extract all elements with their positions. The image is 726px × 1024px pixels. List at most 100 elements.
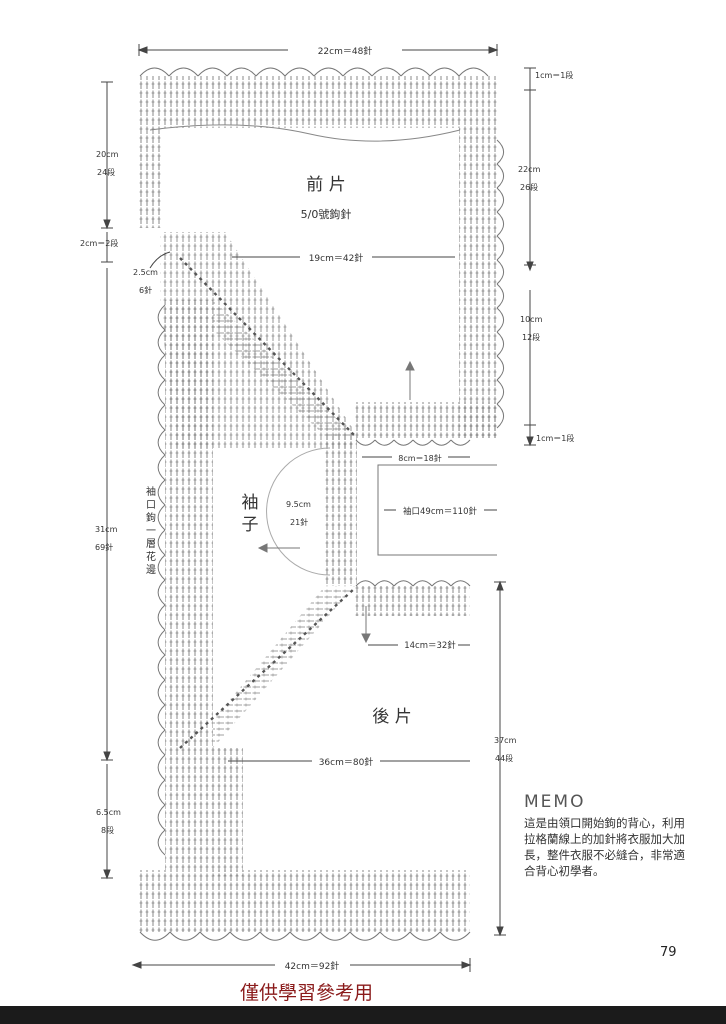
dimension-lines (101, 44, 536, 972)
scallop (157, 404, 166, 431)
scallop (157, 554, 166, 581)
scallop (458, 67, 489, 77)
scallop (450, 439, 471, 446)
front-panel-stitches (139, 76, 497, 438)
scallop (157, 504, 166, 531)
scallop (496, 187, 505, 213)
back-panel-stitches (139, 586, 470, 932)
armhole-scallop-edging (355, 439, 471, 587)
sleeve-edge-char: 鉤 (146, 511, 156, 524)
scallop (157, 304, 166, 331)
scallop (157, 604, 166, 631)
scallop (157, 454, 166, 481)
scallop (157, 329, 166, 356)
armhole-outline (377, 464, 497, 556)
sleeve-edge-char: 邊 (146, 563, 156, 576)
sleeve-title-2: 子 (242, 515, 259, 535)
scallop (431, 580, 452, 587)
sleeve-scallop-edging (157, 304, 166, 856)
memo-text: 這是由領口開始鉤的背心，利用拉格蘭線上的加針將衣服加大加長，整件衣服不必縫合，非… (524, 816, 685, 878)
top-width-label: 22cm＝48針 (318, 45, 373, 57)
scallop (197, 67, 228, 77)
scallop (289, 931, 321, 941)
scallop (342, 67, 373, 77)
scallop (313, 67, 344, 77)
scallop (157, 529, 166, 556)
scallop (349, 931, 381, 941)
right-scallop-edging (496, 139, 505, 429)
direction-arrows (257, 360, 415, 644)
right-upper-cm-label: 22cm (518, 165, 541, 174)
scallop (284, 67, 315, 77)
back-panel-title: 後 片 (372, 707, 411, 727)
scallop (412, 580, 433, 587)
sleeve-stitches (165, 300, 357, 870)
left-bottom-rows-label: 8段 (101, 825, 114, 835)
right-mid-rows-label: 12段 (522, 332, 540, 342)
right-upper-rows-label: 26段 (520, 182, 538, 192)
left-corner-rows-label: 6針 (139, 285, 152, 295)
right-mid-cm-label: 10cm (520, 315, 543, 324)
scallop (157, 754, 166, 781)
armhole-label: 袖口49cm＝110針 (403, 506, 477, 517)
scallop (168, 67, 199, 77)
left-join-label: 2cm＝2段 (80, 238, 118, 248)
scallop (439, 931, 471, 941)
right-lower-rows-label: 1cm＝1段 (536, 433, 574, 443)
left-upper-rows-label: 24段 (97, 167, 115, 177)
underarm-label: 8cm＝18針 (398, 453, 441, 463)
sleeve-edge-char: 層 (146, 538, 156, 550)
back-width-label: 36cm＝80針 (319, 756, 374, 768)
scallop (374, 439, 395, 446)
scallop (157, 579, 166, 606)
front-panel-title: 前 片 (306, 175, 345, 195)
scallop (169, 931, 201, 941)
scallop (431, 439, 452, 446)
scallop (139, 931, 171, 941)
sleeve-depth-sts-label: 21針 (290, 517, 308, 527)
scallop (496, 403, 505, 429)
sleeve-edge-char: 一 (146, 526, 156, 537)
scallop (157, 704, 166, 731)
scallop (496, 139, 505, 165)
memo-title: MEMO (524, 792, 586, 812)
scallop (429, 67, 460, 77)
scallop (496, 163, 505, 189)
page-number: 79 (660, 945, 677, 960)
scallop (319, 931, 351, 941)
scallop (496, 379, 505, 405)
scallop (157, 679, 166, 706)
bottom-width-label: 42cm＝92針 (285, 960, 340, 972)
left-long-cm-label: 31cm (95, 525, 118, 534)
scallop (393, 439, 414, 446)
top-edge-rows-label: 1cm＝1段 (535, 70, 573, 80)
scallop (450, 580, 471, 587)
top-scallop-edging (139, 67, 489, 77)
scallop (355, 580, 376, 587)
scallop (226, 67, 257, 77)
scallop (496, 307, 505, 333)
scallop (496, 259, 505, 285)
watermark-text: 僅供學習參考用 (240, 982, 374, 1004)
scallop (400, 67, 431, 77)
scallop (157, 479, 166, 506)
front-width-label: 19cm＝42針 (309, 252, 364, 264)
scallop (374, 580, 395, 587)
scallop (157, 379, 166, 406)
back-height-cm-label: 37cm (494, 736, 517, 745)
scallop (157, 354, 166, 381)
scallop (157, 729, 166, 756)
bottom-bar (0, 1006, 726, 1024)
left-long-sts-label: 69針 (95, 542, 113, 552)
scallop (259, 931, 291, 941)
back-shoulder-label: 14cm＝32針 (404, 640, 456, 651)
scallop (157, 779, 166, 806)
scallop (255, 67, 286, 77)
sleeve-edge-char: 花 (146, 550, 156, 563)
back-height-rows-label: 44段 (495, 753, 513, 763)
scallop (371, 67, 402, 77)
scallop (496, 235, 505, 261)
scallop (139, 67, 170, 77)
